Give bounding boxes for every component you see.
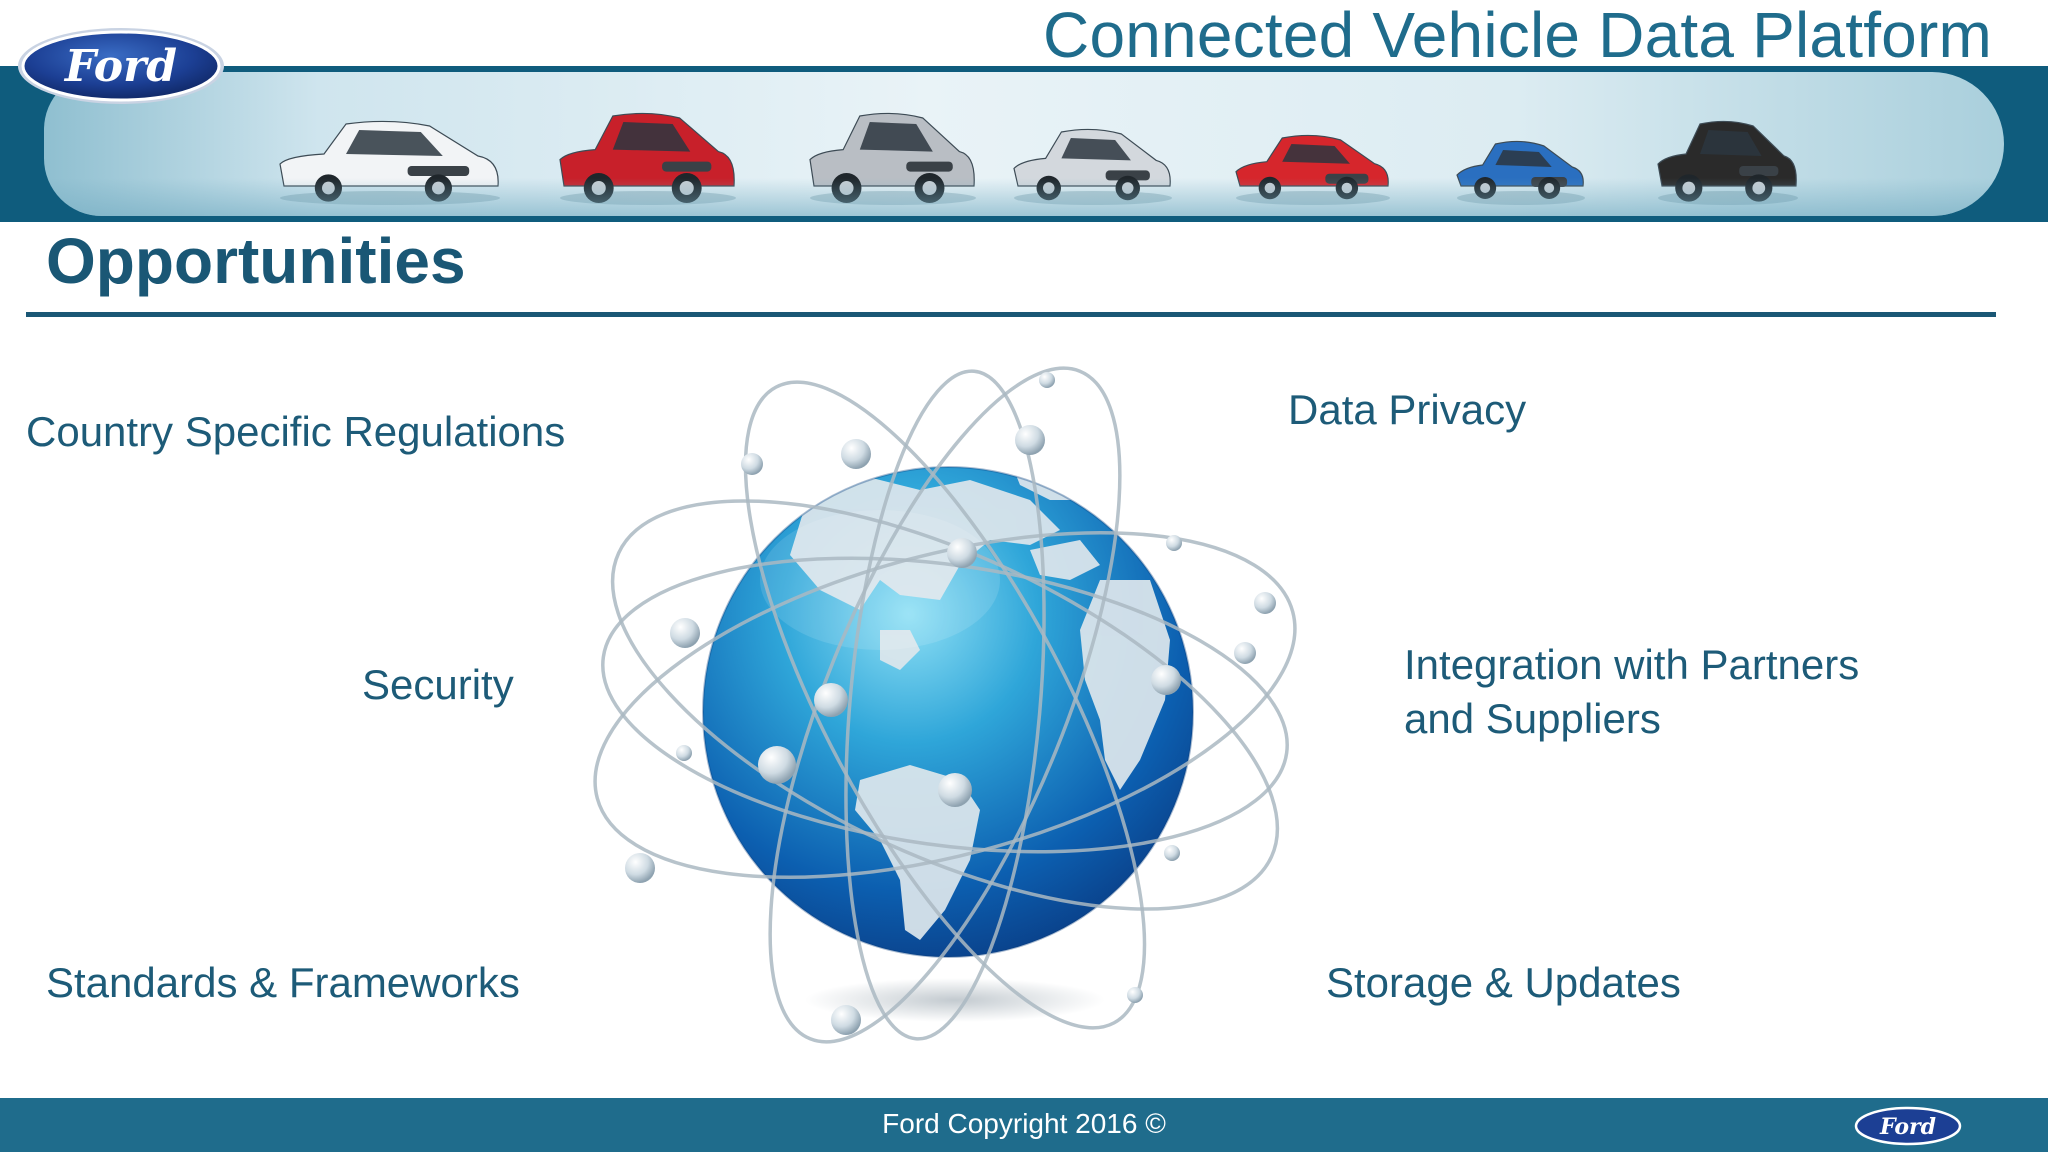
- globe-network-icon: [593, 366, 1297, 1044]
- opportunity-storage-updates: Storage & Updates: [1326, 959, 1681, 1006]
- ford-logo-footer-icon: Ford: [1854, 1106, 1962, 1146]
- header-title: Connected Vehicle Data Platform: [1043, 0, 1992, 71]
- car-lineup: [279, 112, 1798, 205]
- opportunity-security: Security: [362, 661, 514, 708]
- header-banner: [0, 66, 2048, 222]
- footer: Ford Copyright 2016 © Ford: [0, 1098, 2048, 1152]
- black-pickup-truck-icon: [1657, 120, 1798, 205]
- silver-suv-icon: [809, 112, 976, 205]
- red-crossover-icon: [559, 112, 736, 205]
- white-sedan-icon: [279, 120, 500, 205]
- blue-hatchback-icon: [1456, 140, 1585, 205]
- opportunity-standards-frameworks: Standards & Frameworks: [46, 959, 520, 1006]
- red-hatchback-icon: [1235, 134, 1390, 205]
- opportunity-integration-partners-suppliers: Integration with Partners and Suppliers: [1404, 641, 1860, 742]
- ford-logo-footer-text: Ford: [1879, 1114, 1936, 1140]
- globe-shadow: [805, 978, 1105, 1022]
- ford-logo-text: Ford: [63, 41, 177, 92]
- opportunity-data-privacy: Data Privacy: [1288, 386, 1527, 433]
- orbit-rings: [593, 366, 1297, 1044]
- opportunity-country-specific-regulations: Country Specific Regulations: [26, 408, 566, 455]
- title-divider: [26, 312, 1996, 317]
- copyright-text: Ford Copyright 2016 ©: [882, 1108, 1166, 1139]
- silver-minivan-icon: [1013, 128, 1172, 205]
- network-nodes: [625, 372, 1276, 1035]
- section-title: Opportunities: [46, 225, 466, 297]
- car-lineup-banner: [44, 72, 2004, 216]
- ford-logo-icon: Ford: [18, 28, 224, 104]
